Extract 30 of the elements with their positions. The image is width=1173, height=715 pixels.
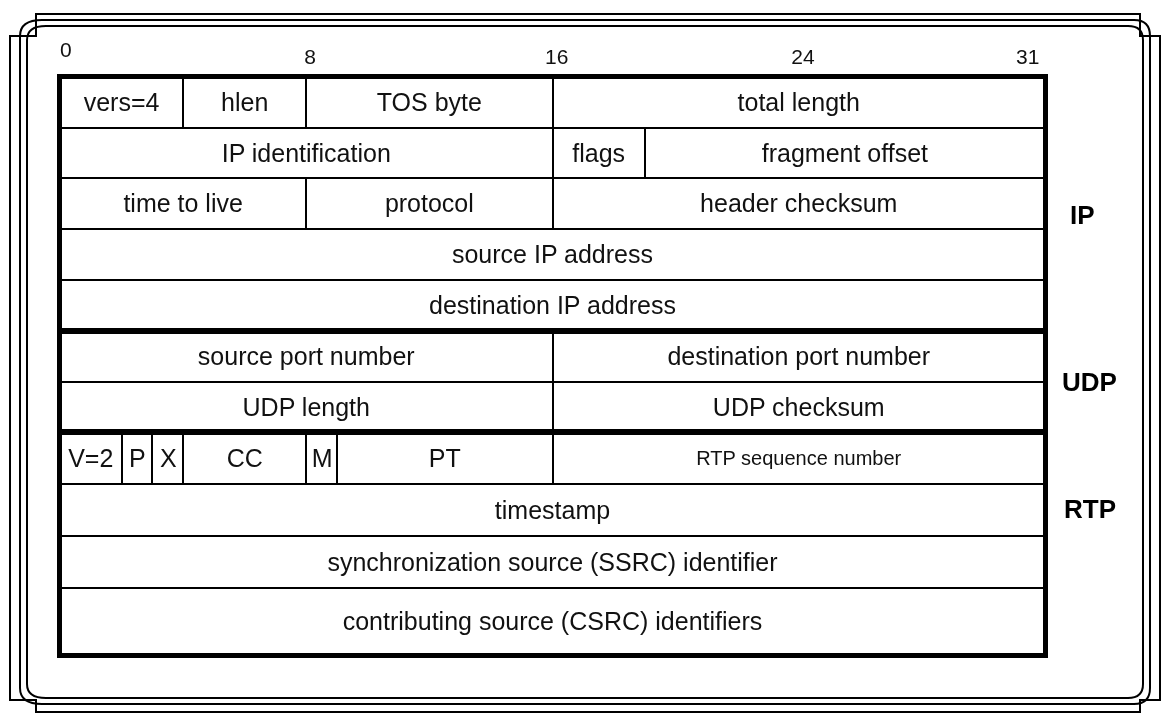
header-field: timestamp bbox=[60, 484, 1045, 536]
bit-position-number: 31 bbox=[1016, 45, 1040, 69]
header-field: IP identification bbox=[60, 128, 553, 178]
header-field: protocol bbox=[306, 178, 553, 229]
protocol-layer-label: UDP bbox=[1062, 367, 1117, 398]
protocol-layer-label: RTP bbox=[1064, 494, 1116, 525]
protocol-layer-label: IP bbox=[1070, 200, 1095, 231]
header-field: UDP checksum bbox=[552, 382, 1045, 432]
header-field: RTP sequence number bbox=[552, 432, 1045, 484]
header-field: UDP length bbox=[60, 382, 553, 432]
header-field: CC bbox=[183, 432, 307, 484]
bit-position-number: 24 bbox=[791, 45, 815, 69]
header-field: PT bbox=[337, 432, 553, 484]
header-field: source port number bbox=[60, 331, 553, 382]
header-field: synchronization source (SSRC) identifier bbox=[60, 536, 1045, 588]
bit-position-number: 16 bbox=[545, 45, 569, 69]
header-field: X bbox=[152, 432, 184, 484]
header-field: fragment offset bbox=[644, 128, 1045, 178]
header-field: header checksum bbox=[552, 178, 1045, 229]
header-field: flags bbox=[552, 128, 645, 178]
header-field: TOS byte bbox=[306, 77, 553, 128]
header-field: hlen bbox=[183, 77, 307, 128]
header-field: source IP address bbox=[60, 229, 1045, 280]
header-field: time to live bbox=[60, 178, 307, 229]
bit-position-number: 0 bbox=[60, 38, 72, 62]
bit-position-number: 8 bbox=[304, 45, 316, 69]
header-field: total length bbox=[552, 77, 1045, 128]
header-field: M bbox=[306, 432, 338, 484]
header-field: destination port number bbox=[552, 331, 1045, 382]
header-field: vers=4 bbox=[60, 77, 184, 128]
